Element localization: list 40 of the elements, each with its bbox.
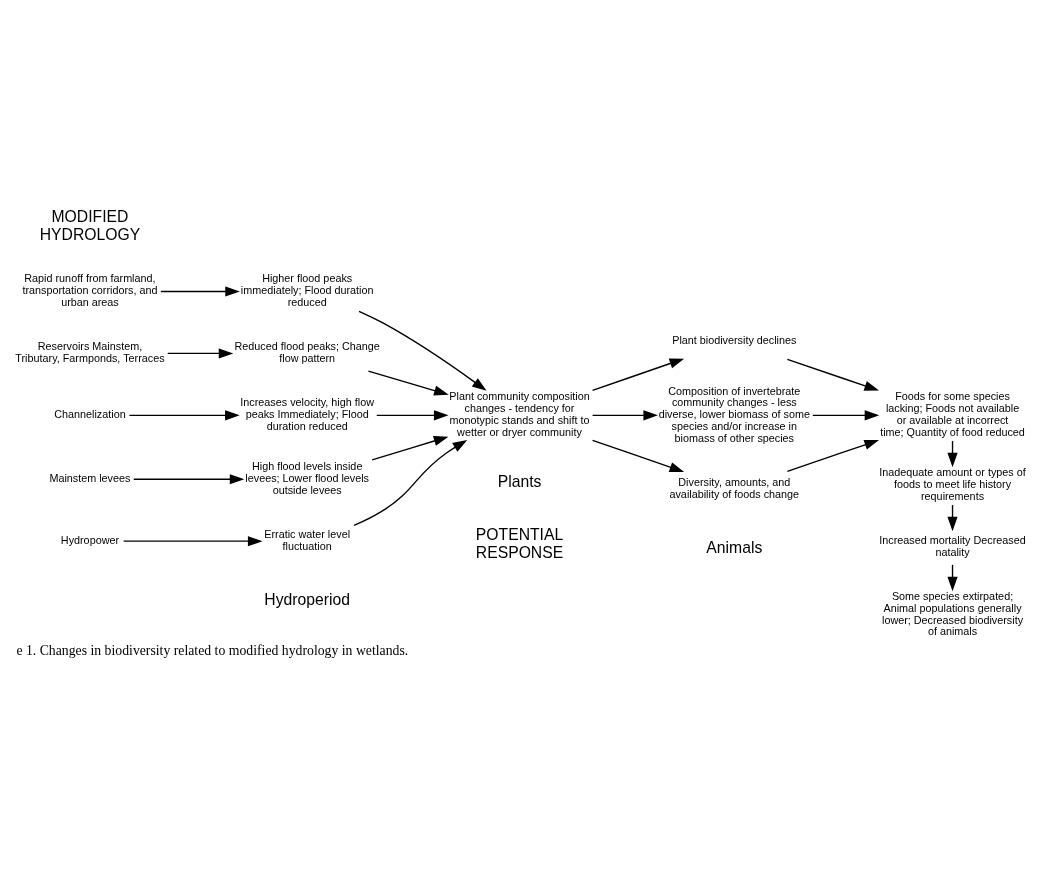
node-text: Some species extirpated; Animal populations generally lower; Decreased biodiversity of animals xyxy=(882,589,1024,637)
arrow xyxy=(591,439,685,472)
node-text: Erratic water level fluctuation xyxy=(264,527,351,552)
node-text: Plant community composition changes - tendency for monotypic stands and shift to wetter or dryer community xyxy=(449,389,590,438)
arrow xyxy=(376,409,449,420)
label: Hydroperiod xyxy=(264,590,350,608)
node-text: Mainstem levees xyxy=(49,471,131,484)
arrow xyxy=(128,409,240,420)
node-text: Increased mortality Decreased natality xyxy=(879,533,1026,558)
arrow xyxy=(812,409,880,420)
label: Animals xyxy=(706,538,763,556)
arrow xyxy=(358,310,487,391)
label: Plants xyxy=(497,472,542,490)
label: POTENTIAL RESPONSE xyxy=(475,525,564,561)
node-text: Inadequate amount or types of foods to meet life history requirements xyxy=(879,465,1026,502)
arrow xyxy=(122,535,263,546)
node-text: Plant biodiversity declines xyxy=(672,333,797,346)
node-text: Composition of invertebrate community changes - less diverse, lower biomass of some species and/or increase in biomass of other species xyxy=(658,384,810,444)
node-text: Higher flood peaks immediately; Flood duration reduced xyxy=(240,271,374,308)
node-text: Reservoirs Mainstem, Tributary, Farmponds, Terraces xyxy=(15,339,165,364)
arrow xyxy=(353,439,468,526)
arrow xyxy=(591,409,658,420)
label: MODIFIED HYDROLOGY xyxy=(39,207,141,243)
node-text: Diversity, amounts, and availability of foods change xyxy=(669,475,800,500)
arrow xyxy=(167,347,234,359)
arrow xyxy=(367,369,449,396)
arrow xyxy=(786,439,879,472)
node-text: High flood levels inside levees; Lower flood levels outside levees xyxy=(245,459,370,496)
arrow xyxy=(160,285,240,297)
node-text: Hydropower xyxy=(60,533,120,546)
arrow xyxy=(371,435,449,460)
arrow xyxy=(591,358,685,391)
arrow xyxy=(133,473,245,484)
node-text: Rapid runoff from farmland, transportation corridors, and urban areas xyxy=(22,271,158,308)
arrow xyxy=(786,358,879,391)
node-text: Increases velocity, high flow peaks Immediately; Flood duration reduced xyxy=(240,395,374,432)
node-text: Foods for some species lacking; Foods not available or available at incorrect time; Quantity of food reduced xyxy=(880,389,1025,438)
node-text: Channelization xyxy=(54,407,126,420)
node-text: Reduced flood peaks; Change flow pattern xyxy=(234,339,380,364)
caption: e 1. Changes in biodiversity related to modified hydrology in wetlands. xyxy=(16,642,409,658)
